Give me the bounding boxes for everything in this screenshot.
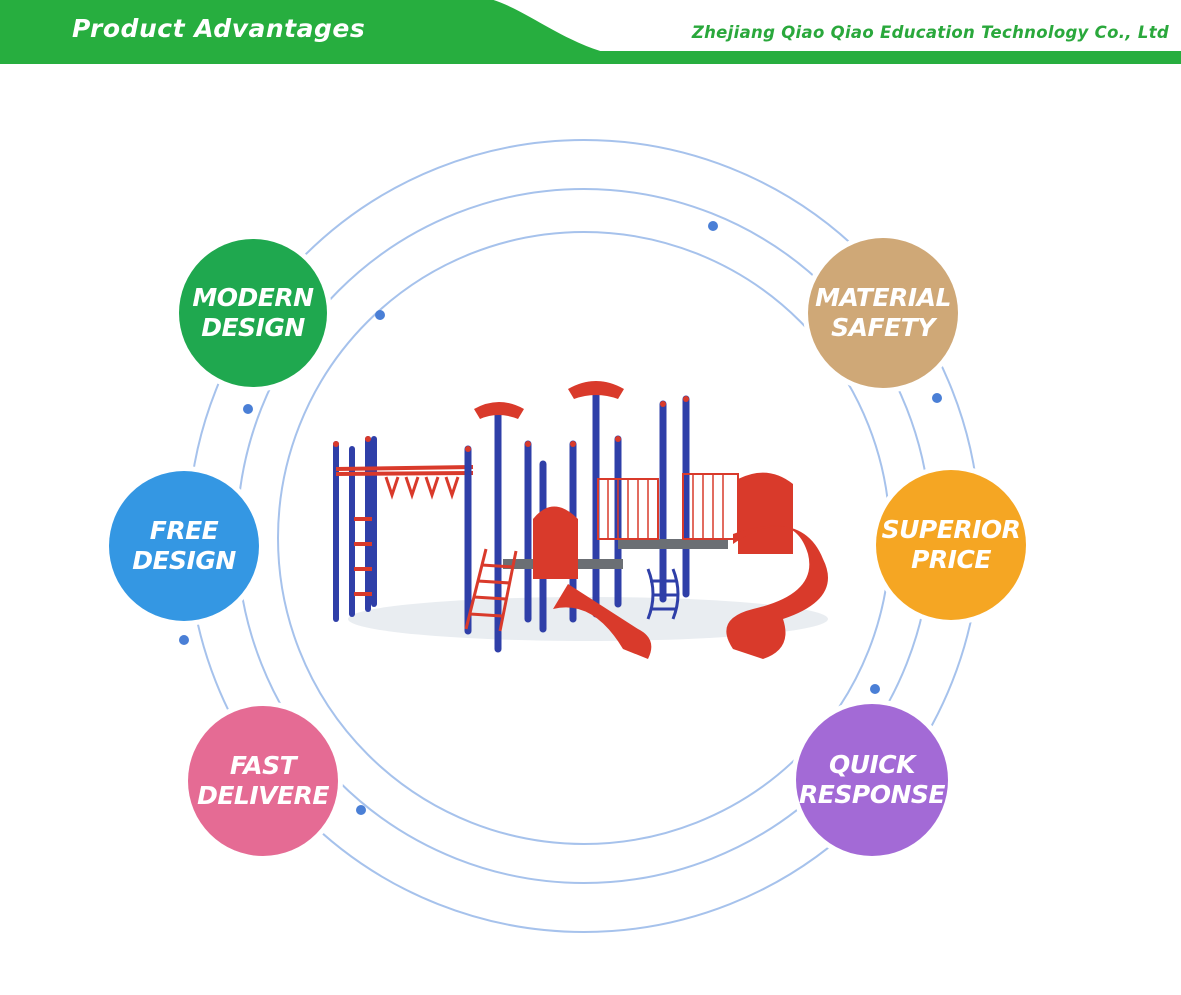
ring-node-dot <box>870 684 880 694</box>
ring-node-dot <box>932 393 942 403</box>
advantage-line2: PRICE <box>911 545 991 574</box>
advantage-quick-response: QUICK RESPONSE <box>796 704 948 856</box>
advantage-line2: RESPONSE <box>799 780 945 809</box>
ring-node-dot <box>243 404 253 414</box>
header-background <box>0 0 1181 64</box>
advantage-modern-design: MODERN DESIGN <box>179 239 327 387</box>
advantage-line1: QUICK <box>828 750 916 779</box>
advantage-superior-price: SUPERIOR PRICE <box>876 470 1026 620</box>
header-banner: Product Advantages Zhejiang Qiao Qiao Ed… <box>0 0 1181 64</box>
playground-illustration-icon <box>333 381 828 659</box>
advantage-line1: MODERN <box>192 283 314 312</box>
ring-node-dot <box>375 310 385 320</box>
advantage-line2: DESIGN <box>132 546 236 575</box>
advantage-line1: SUPERIOR <box>881 515 1021 544</box>
page-title: Product Advantages <box>72 14 366 43</box>
advantage-line2: DELIVERE <box>197 781 329 810</box>
advantage-line1: MATERIAL <box>815 283 951 312</box>
advantages-diagram: MODERN DESIGN MATERIAL SAFETY FREE DESIG… <box>0 64 1181 995</box>
ring-node-dot <box>708 221 718 231</box>
advantage-material-safety: MATERIAL SAFETY <box>808 238 958 388</box>
advantage-fast-delivere: FAST DELIVERE <box>188 706 338 856</box>
company-name: Zhejiang Qiao Qiao Education Technology … <box>691 23 1169 42</box>
advantage-line2: DESIGN <box>201 313 305 342</box>
ring-node-dot <box>356 805 366 815</box>
advantage-line1: FAST <box>229 751 297 780</box>
advantage-line1: FREE <box>149 516 219 545</box>
advantage-line2: SAFETY <box>831 313 935 342</box>
ring-node-dot <box>179 635 189 645</box>
advantage-free-design: FREE DESIGN <box>109 471 259 621</box>
